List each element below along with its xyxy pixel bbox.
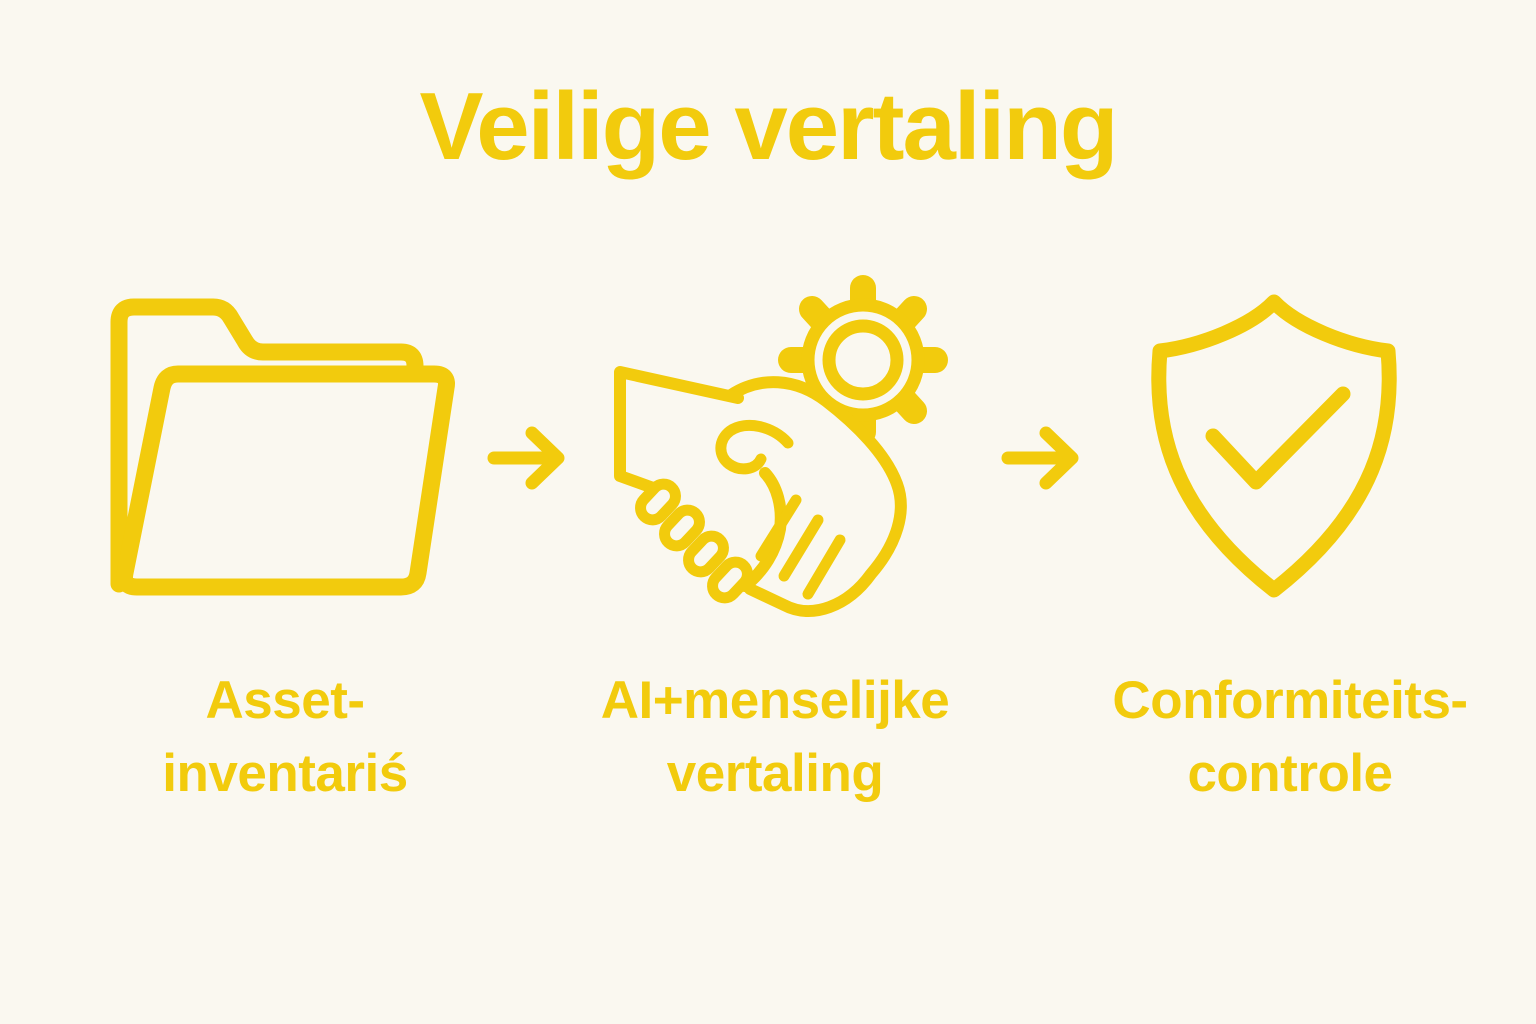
step-label-asset-inventory: Asset- inventariś — [75, 664, 495, 810]
check-mark — [1205, 386, 1351, 490]
arrow-head — [525, 426, 565, 490]
folder-back-shape — [110, 298, 424, 593]
shield-check-svg — [1151, 294, 1397, 598]
handshake-knuckles — [635, 478, 753, 604]
label-line: inventariś — [162, 744, 408, 804]
arrow-right-icon — [1001, 425, 1083, 491]
step-label-ai-human-translation: AI+menselijke vertaling — [565, 664, 985, 810]
label-line: AI+menselijke — [600, 671, 950, 730]
page-title: Veilige vertaling — [419, 73, 1119, 180]
folder-front-shape — [116, 365, 455, 596]
arrow-right-svg — [487, 426, 565, 490]
handshake-left-sleeve — [614, 366, 773, 495]
label-line: controle — [1187, 744, 1393, 804]
folder-icon-svg — [110, 298, 455, 596]
arrow-right-svg — [1001, 426, 1079, 490]
handshake-gear-icon — [598, 268, 980, 620]
gear-icon — [778, 275, 948, 445]
handshake-gear-svg — [614, 275, 948, 618]
shield-check-icon — [1143, 292, 1405, 600]
shield-outline — [1151, 294, 1397, 598]
arrow-head — [1039, 426, 1079, 490]
arrow-right-icon — [487, 425, 569, 491]
label-line: Asset- — [205, 671, 365, 730]
label-line: vertaling — [666, 744, 884, 804]
gear-hole — [822, 319, 904, 401]
label-line: Conformiteits- — [1112, 671, 1468, 730]
handshake-thumb — [715, 419, 794, 475]
folder-icon — [110, 296, 458, 596]
step-label-compliance-check: Conformiteits- controle — [1055, 664, 1525, 810]
handshake-fingers — [755, 494, 846, 600]
